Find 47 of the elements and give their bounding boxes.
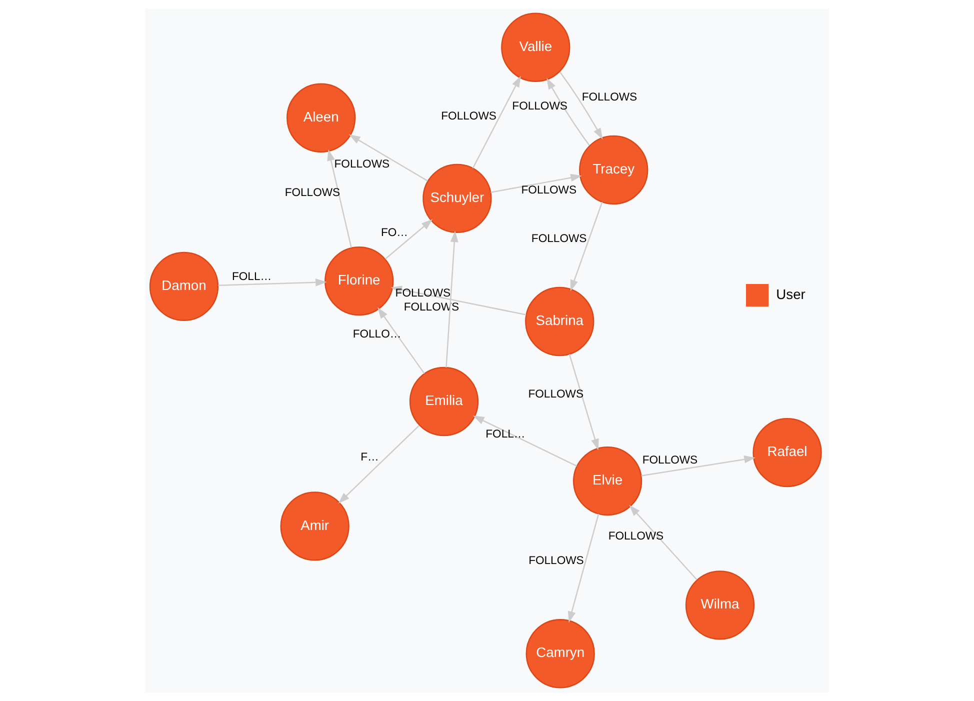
node-circle: Damon [149, 252, 219, 322]
node-circle: Wilma [685, 570, 755, 640]
node-circle: Camryn [526, 619, 595, 688]
node-circle: Tracey [579, 135, 648, 205]
edge-label: FO… [380, 227, 408, 240]
legend-label: User [776, 286, 806, 302]
edge-label: FOLLOWS [582, 92, 638, 104]
edge-label: FOLLOWS [441, 110, 496, 122]
edge-label: FOLLOWS [521, 184, 577, 196]
edge-label: F… [360, 452, 379, 464]
arrow [446, 230, 458, 368]
arrow [348, 134, 428, 182]
edge-label: FOLLOWS [608, 530, 664, 542]
arrow [327, 149, 352, 248]
arrow [568, 514, 600, 623]
edge-label: FOLLOWS [531, 232, 587, 245]
edge-label: FOLLOWS [284, 187, 340, 200]
arrow [378, 307, 425, 374]
arrow [559, 72, 603, 140]
arrow [472, 416, 578, 467]
edge-label: FOLLOWS [512, 100, 568, 113]
arrow [218, 278, 327, 286]
arrow [546, 78, 590, 146]
arrow [338, 425, 420, 504]
arrow [570, 202, 603, 292]
arrow [472, 76, 521, 169]
arrow [568, 354, 599, 450]
edge-label: FOLL… [232, 271, 272, 284]
arrow [384, 219, 433, 260]
edge-label: FOLLOWS [528, 388, 584, 401]
arrow [490, 174, 582, 193]
edge-label: FOLLOWS [528, 555, 584, 568]
node-circle: Rafael [752, 418, 822, 488]
arrow [641, 455, 756, 476]
node-circle: Vallie [501, 12, 570, 82]
edge-label: FOLLOWS [642, 454, 698, 466]
node-circle: Florine [324, 246, 394, 316]
node-circle: Schuyler [422, 164, 492, 234]
node-circle: Aleen [286, 83, 356, 152]
arrow [629, 504, 698, 580]
edge-label: FOLLOWS [334, 158, 390, 170]
node-circle: Emilia [409, 366, 479, 436]
edge-label: FOLLOWS [395, 287, 451, 300]
node-circle: Sabrina [525, 286, 594, 356]
edge-label: FOLLOWS [404, 301, 460, 314]
edge-label: FOLLO… [352, 328, 402, 341]
edge-label: FOLL… [486, 428, 526, 441]
